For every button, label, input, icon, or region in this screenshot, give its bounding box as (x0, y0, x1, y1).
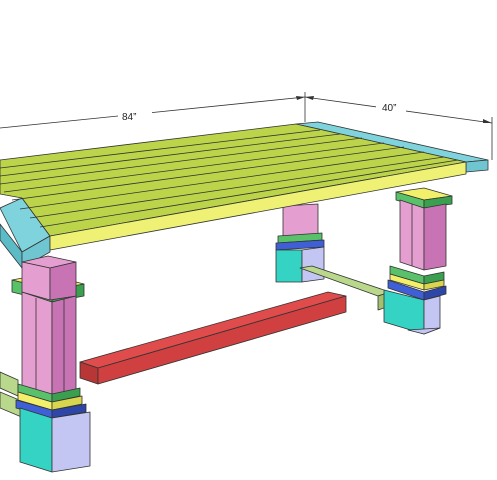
front-right-leg (383, 187, 453, 335)
width-arrow-right-icon (483, 119, 492, 123)
length-label-bg (118, 110, 152, 122)
front-left-leg (11, 255, 91, 473)
length-dimension: 84” (0, 92, 306, 129)
top-front-edge (49, 161, 467, 251)
width-label: 40” (382, 103, 396, 114)
back-left-leg (0, 371, 19, 397)
width-label-bg (376, 101, 406, 113)
long-stretcher (79, 291, 347, 385)
tabletop (0, 121, 489, 269)
width-dimension: 40” (304, 96, 493, 160)
length-label: 84” (122, 112, 136, 123)
right-breadboard-front (465, 159, 489, 173)
length-dimension-line (0, 96, 306, 129)
width-arrow-left-icon (305, 96, 314, 100)
length-arrow-icon (296, 96, 305, 100)
